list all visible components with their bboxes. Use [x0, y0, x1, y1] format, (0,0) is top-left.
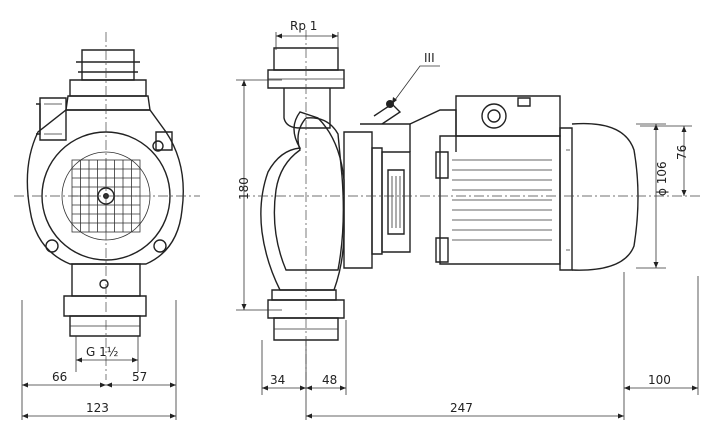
dim-247: 247 [450, 401, 473, 415]
dim-57: 57 [132, 370, 147, 384]
side-view [240, 30, 700, 380]
motor-diameter-label: ϕ 106 [655, 161, 669, 196]
dim-34: 34 [270, 373, 285, 387]
height-label: 180 [237, 177, 251, 200]
side-dimensions: Rp 1 III 180 34 48 247 100 ϕ 106 [236, 19, 699, 420]
front-dimensions: G 1½ 66 57 123 [21, 300, 177, 420]
dim-123: 123 [86, 401, 109, 415]
dim-66: 66 [52, 370, 67, 384]
motor-offset-label: 76 [675, 145, 689, 160]
dim-100: 100 [648, 373, 671, 387]
thread-bottom-label: G 1½ [86, 345, 118, 359]
cooling-fins [452, 159, 552, 241]
callout-label: III [424, 51, 435, 65]
front-view [14, 32, 200, 380]
dim-48: 48 [322, 373, 337, 387]
thread-top-label: Rp 1 [290, 19, 317, 33]
